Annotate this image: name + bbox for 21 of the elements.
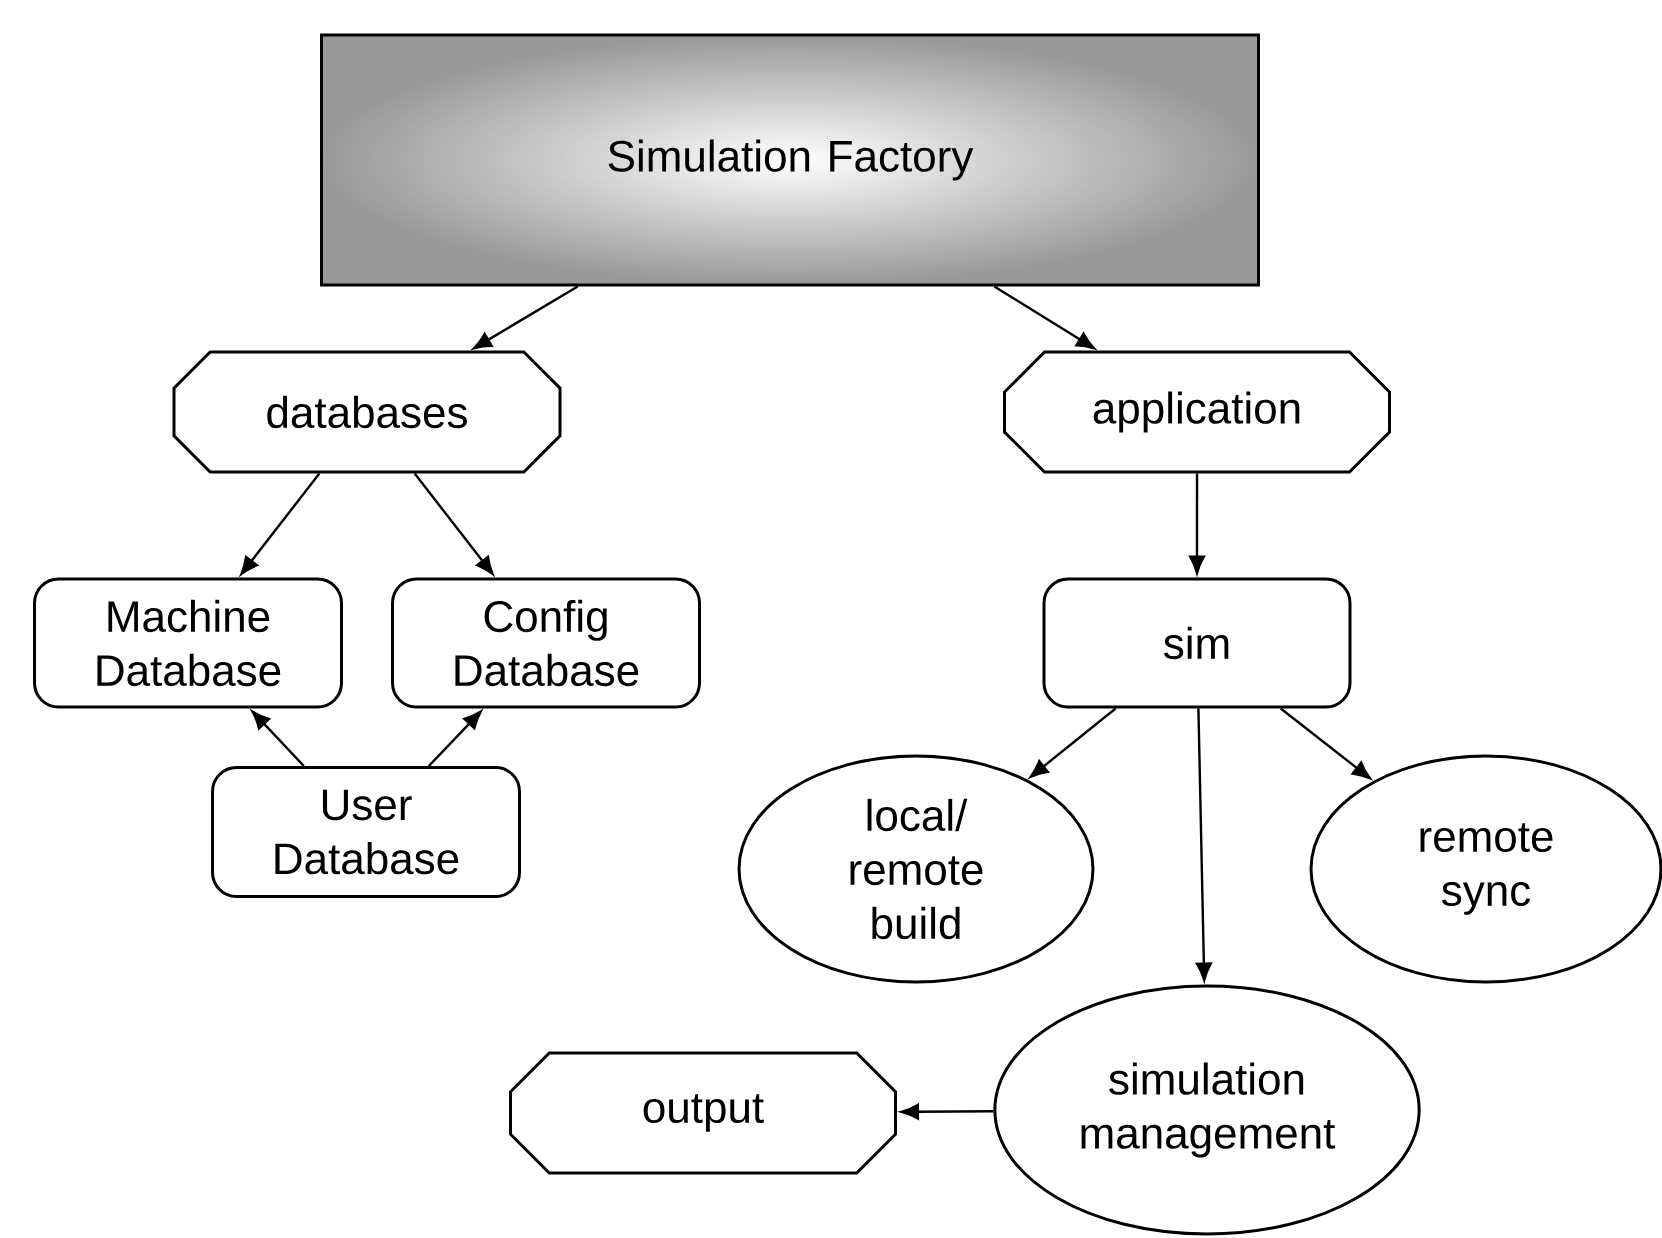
arrow [1279,707,1371,780]
arrow [1029,707,1117,778]
rounded-box: sim [1042,577,1352,709]
arrow [900,1103,994,1120]
octagon-box: application [1003,350,1391,474]
rounded-box: User Database [211,766,521,898]
arrow [472,285,579,350]
arrow [240,472,321,576]
title-box: Simulation Factory [320,33,1260,287]
arrow [251,710,305,767]
arrow [413,472,494,576]
rounded-box: Config Database [391,577,701,709]
arrow [1189,473,1205,575]
octagon-box: output [509,1051,897,1175]
ellipse-node: local/ remote build [737,754,1095,984]
octagon-box: databases [172,350,562,474]
rounded-box: Machine Database [33,577,343,709]
arrow [428,710,482,767]
arrow [1195,708,1212,982]
arrow [993,285,1095,350]
ellipse-node: simulation management [993,984,1421,1236]
